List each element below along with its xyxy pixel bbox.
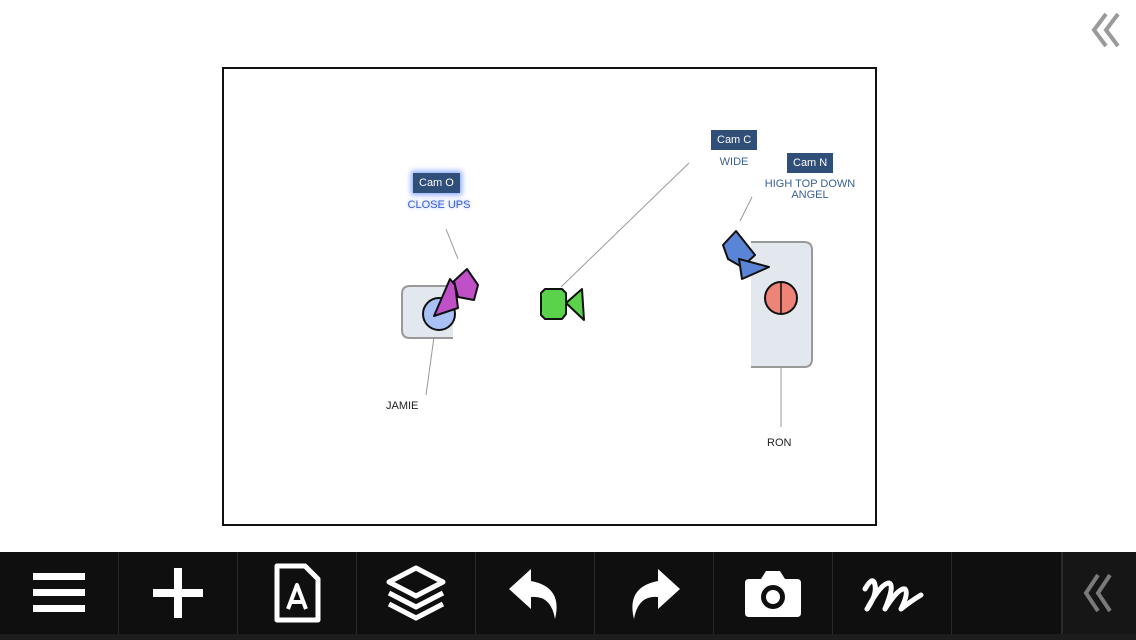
cam-c-description[interactable]: WIDE (719, 156, 749, 168)
actor-jamie-name[interactable]: JAMIE (386, 400, 419, 412)
cam-n-leader-line (739, 196, 753, 222)
draw-button[interactable] (833, 552, 952, 634)
cam-o-label[interactable]: Cam O (413, 173, 460, 193)
double-chevron-left-icon (1091, 12, 1120, 48)
toolbar-empty-slot (952, 552, 1062, 634)
cam-c-leader-line (560, 162, 690, 288)
hamburger-menu-icon (33, 573, 85, 612)
layers-button[interactable] (357, 552, 476, 634)
cam-o-leader-line (445, 228, 459, 260)
text-document-icon (274, 563, 321, 623)
cam-c-icon[interactable] (540, 288, 585, 321)
floor-plan-canvas[interactable]: Cam O CLOSE UPS Cam C WIDE Cam N HIGH TO… (222, 67, 877, 526)
scribble-icon (862, 578, 924, 612)
add-button[interactable] (119, 552, 238, 634)
cam-o-icon[interactable] (433, 268, 479, 317)
redo-button[interactable] (595, 552, 714, 634)
cam-n-icon[interactable] (722, 230, 770, 280)
actor-ron-name[interactable]: RON (767, 437, 792, 449)
cam-o-description[interactable]: CLOSE UPS (407, 199, 471, 211)
collapse-panel-button[interactable] (1088, 8, 1128, 52)
collapse-toolbar-button[interactable] (1062, 552, 1136, 634)
undo-arrow-icon (509, 569, 557, 619)
text-button[interactable] (238, 552, 357, 634)
camera-snapshot-button[interactable] (714, 552, 833, 634)
menu-button[interactable] (0, 552, 119, 634)
redo-arrow-icon (632, 569, 680, 619)
scene-drawing (401, 162, 813, 427)
layers-icon (386, 565, 446, 621)
undo-button[interactable] (476, 552, 595, 634)
bottom-toolbar (0, 552, 1136, 640)
plus-icon (153, 568, 203, 618)
cam-c-label[interactable]: Cam C (711, 130, 758, 150)
cam-n-description[interactable]: HIGH TOP DOWN ANGEL (764, 178, 856, 201)
jamie-leader-line (425, 336, 435, 396)
double-chevron-left-icon (1083, 573, 1112, 613)
toolbar-bottom-edge (0, 634, 1136, 640)
cam-n-label[interactable]: Cam N (787, 153, 834, 173)
camera-icon (745, 571, 801, 617)
